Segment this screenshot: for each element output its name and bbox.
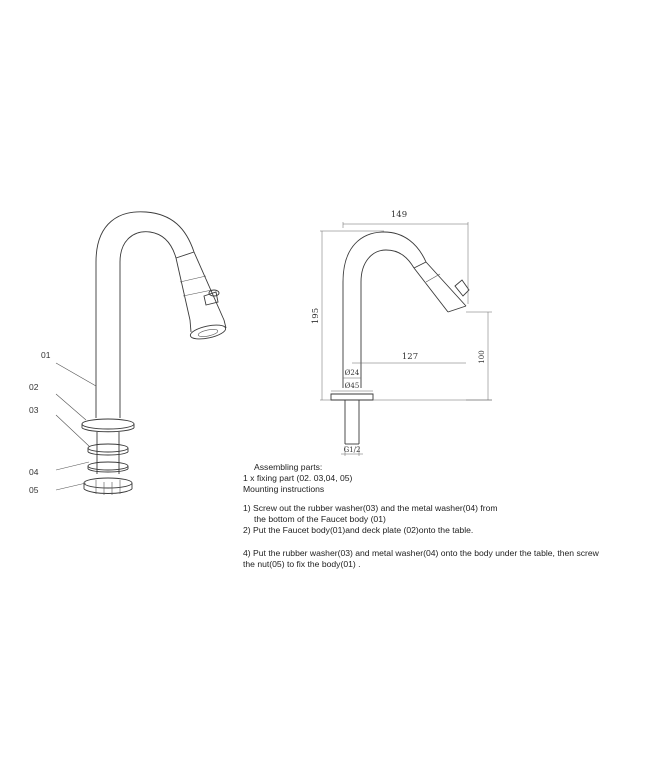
- dimension-lines: [320, 222, 492, 456]
- step-1-line-2: the bottom of the Faucet body (01): [254, 514, 386, 524]
- callout-01: 01: [41, 350, 51, 360]
- step-4-line-2: the nut(05) to fix the body(01) .: [243, 559, 361, 569]
- callout-04: 04: [29, 467, 39, 477]
- step-4-line-1: 4) Put the rubber washer(03) and metal w…: [243, 548, 599, 558]
- dim-thread: G1/2: [344, 446, 361, 454]
- faucet-side-view: [330, 231, 470, 445]
- callout-03: 03: [29, 405, 39, 415]
- dim-reach-127: 127: [402, 352, 418, 362]
- dim-width-149: 149: [391, 210, 407, 220]
- step-2: 2) Put the Faucet body(01)and deck plate…: [243, 525, 474, 535]
- assembly-instructions: Assembling parts: 1 x fixing part (02. 0…: [243, 462, 633, 570]
- parts-list: 1 x fixing part (02. 03,04, 05): [243, 473, 353, 483]
- callout-05: 05: [29, 485, 39, 495]
- faucet-perspective-view: [81, 211, 227, 495]
- callout-02: 02: [29, 382, 39, 392]
- step-1-line-1: 1) Screw out the rubber washer(03) and t…: [243, 503, 498, 513]
- dim-body-diameter: Ø24: [345, 369, 360, 377]
- dim-base-diameter: Ø45: [345, 382, 360, 390]
- mounting-heading: Mounting instructions: [243, 484, 325, 494]
- assembling-heading: Assembling parts:: [254, 462, 323, 472]
- dim-spout-height-100: 100: [478, 350, 486, 363]
- dim-height-195: 195: [311, 308, 321, 324]
- callout-leaders: [55, 362, 97, 491]
